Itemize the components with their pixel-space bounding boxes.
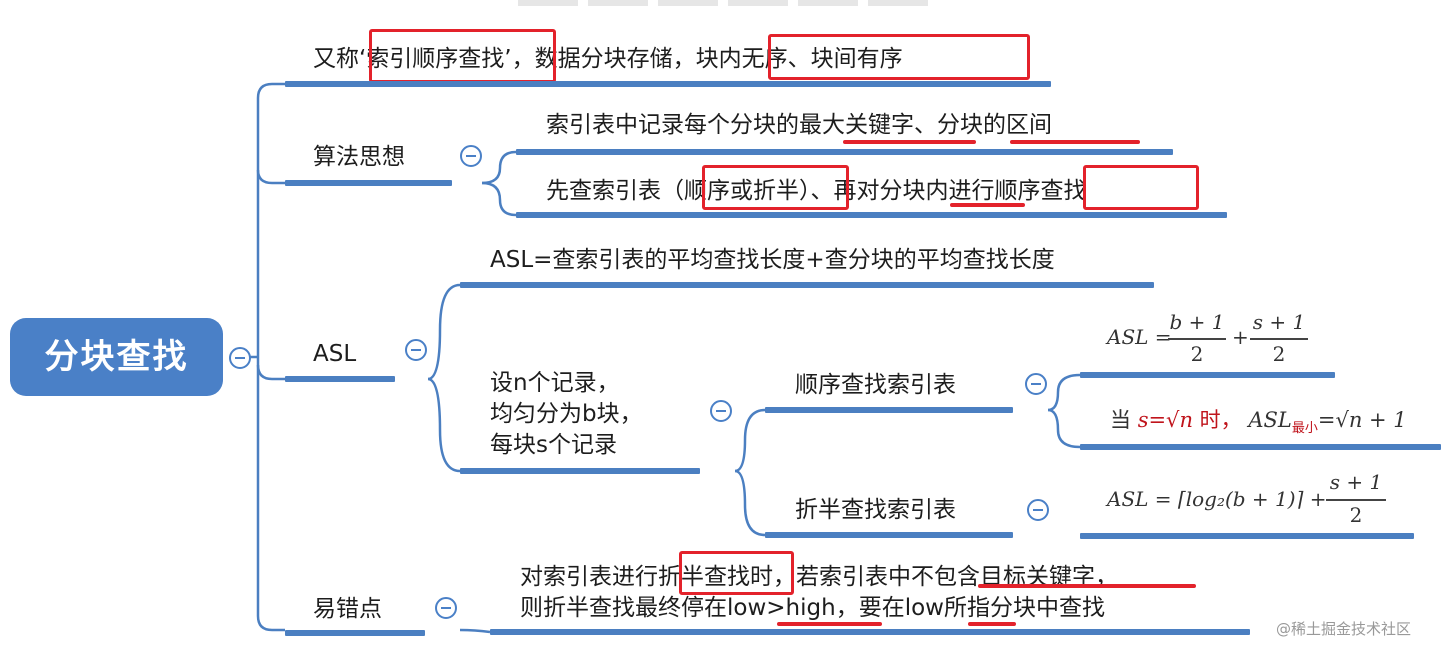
fraction-line — [1326, 499, 1386, 501]
algo-line2-c: ）、再对 — [799, 178, 880, 204]
branch-bar — [285, 376, 395, 382]
bin-formula-lhs: ASL = ⌈log₂(b + 1)⌉ + — [1107, 487, 1327, 511]
algo-line2-d: 分块内 — [879, 178, 949, 204]
watermark: @稀土掘金技术社区 — [1276, 620, 1412, 638]
highlight-underline — [950, 203, 1025, 207]
collapse-icon[interactable] — [460, 145, 482, 167]
collapse-icon[interactable] — [1025, 373, 1047, 395]
seq-min-formula: 当 s=√n 时， ASL最小=√n + 1 — [1110, 404, 1407, 436]
seq-min-sub: 最小 — [1291, 421, 1318, 437]
pitfall-line1-a: 对索引表进行 — [520, 564, 658, 590]
bin-formula-den: 2 — [1349, 503, 1363, 527]
branch-bar — [516, 212, 1227, 218]
bin-formula-num: s + 1 — [1329, 470, 1383, 494]
pitfall-line2-a: 则折半查找最终停在 — [520, 595, 727, 621]
top-strip — [588, 0, 648, 6]
intro-boxed: 块内无序、块间有序 — [695, 46, 903, 72]
highlight-underline — [968, 622, 1016, 626]
branch-bar — [1080, 533, 1414, 539]
intro-text: 又称‘索引顺序查找’，数据分块存储，块内无序、块间有序 — [313, 44, 903, 74]
top-strip — [728, 0, 788, 6]
branch-bar — [285, 81, 1051, 87]
highlight-box — [768, 34, 1030, 80]
collapse-icon[interactable] — [405, 339, 427, 361]
seq-min-lhs: ASL — [1248, 408, 1292, 432]
branch-bar — [285, 630, 425, 636]
seq-formula-num1: b + 1 — [1169, 310, 1225, 334]
branch-bar — [460, 468, 700, 474]
fraction-line — [1250, 338, 1308, 340]
algo-line2-f: 顺序查找 — [994, 178, 1087, 204]
algo-label[interactable]: 算法思想 — [313, 144, 405, 170]
pitfall-line1-c: 时，若索引表中 — [750, 564, 911, 590]
asl-formula: ASL=查索引表的平均查找长度+查分块的平均查找长度 — [490, 247, 1055, 273]
highlight-box — [679, 551, 794, 595]
top-strip — [518, 0, 578, 6]
highlight-box — [369, 29, 556, 83]
fraction-line — [1168, 338, 1226, 340]
collapse-icon[interactable] — [435, 597, 457, 619]
seq-min-then: 时， — [1199, 408, 1242, 432]
highlight-underline — [777, 622, 882, 626]
intro-quoted: ‘索引顺序查找’ — [359, 46, 512, 72]
seq-min-cond: s=√n — [1137, 408, 1193, 432]
seq-min-rhs: =√n + 1 — [1317, 408, 1407, 432]
top-strip — [658, 0, 718, 6]
branch-bar — [1080, 372, 1335, 378]
collapse-icon[interactable] — [229, 347, 251, 369]
pitfall-line2: 则折半查找最终停在low>high，要在low所指分块中查找 — [520, 593, 1105, 623]
branch-bar — [490, 629, 1250, 635]
highlight-box — [1083, 165, 1199, 210]
algo-line1-a: 索引表中记录每个分块的 — [546, 112, 799, 138]
collapse-icon[interactable] — [710, 400, 732, 422]
asl-setup-2: 均匀分为b块， — [490, 401, 643, 427]
intro-middle: ，数据分块存储， — [511, 46, 696, 72]
pitfall-line2-e: 所指分块中查找 — [943, 595, 1105, 621]
highlight-underline — [978, 584, 1196, 588]
seq-formula-den2: 2 — [1272, 342, 1286, 366]
seq-formula-num2: s + 1 — [1252, 310, 1306, 334]
bin-label[interactable]: 折半查找索引表 — [795, 497, 956, 523]
highlight-underline — [843, 140, 976, 144]
algo-line1: 索引表中记录每个分块的最大关键字、分块的区间 — [546, 110, 1052, 140]
asl-label[interactable]: ASL — [313, 341, 357, 367]
pitfall-label[interactable]: 易错点 — [313, 596, 382, 622]
pitfall-line2-b: low>high — [727, 595, 836, 621]
seq-label[interactable]: 顺序查找索引表 — [795, 372, 956, 398]
pitfall-line2-c: ，要在 — [835, 595, 905, 621]
pitfall-line1: 对索引表进行折半查找时，若索引表中不包含目标关键字， — [520, 562, 1118, 592]
asl-setup-1: 设n个记录， — [490, 370, 620, 396]
pitfall-line1-e: ， — [1095, 564, 1118, 590]
collapse-icon[interactable] — [1027, 499, 1049, 521]
algo-line1-b: 最大关键字 — [799, 112, 914, 138]
branch-bar — [285, 180, 452, 186]
pitfall-line1-b: 折半查找 — [658, 564, 750, 590]
seq-formula-lhs: ASL = — [1107, 325, 1172, 349]
highlight-box — [702, 165, 849, 210]
highlight-underline — [1010, 140, 1140, 144]
branch-bar — [765, 407, 1013, 413]
seq-formula-plus: + — [1232, 325, 1249, 349]
branch-bar — [1080, 444, 1441, 450]
algo-line2-e: 进行 — [948, 178, 995, 204]
pitfall-line2-d: low — [904, 595, 944, 621]
algo-line2: 先查索引表（顺序或折半）、再对分块内进行顺序查找 — [546, 176, 1087, 206]
seq-formula-den1: 2 — [1190, 342, 1204, 366]
intro-prefix: 又称 — [313, 46, 359, 72]
top-strip — [798, 0, 858, 6]
algo-line2-a: 先查索引表（ — [546, 178, 684, 204]
branch-bar — [516, 149, 1173, 155]
seq-min-when: 当 — [1110, 408, 1131, 432]
top-strip — [868, 0, 928, 6]
asl-setup-3: 每块s个记录 — [490, 432, 617, 458]
branch-bar — [765, 532, 1013, 538]
branch-bar — [460, 282, 1154, 288]
algo-line1-d: 分块的区间 — [937, 112, 1052, 138]
root-node[interactable]: 分块查找 — [10, 318, 223, 396]
algo-line1-c: 、 — [914, 112, 937, 138]
